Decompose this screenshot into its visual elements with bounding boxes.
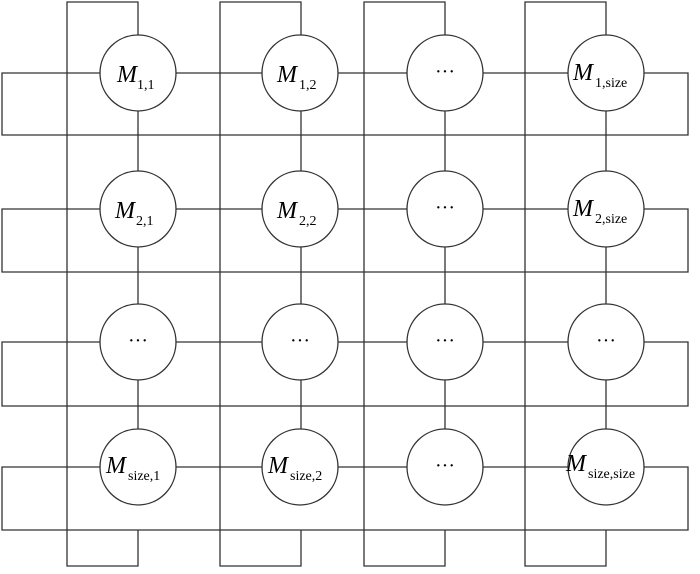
ellipsis: ··· (435, 197, 455, 219)
node-2-2: M 2,2 (261, 170, 339, 248)
node-3-size: ··· (567, 303, 645, 381)
node-size-1: M size,1 (99, 428, 177, 506)
node-1-2: M 1,2 (261, 34, 339, 112)
ellipsis: ··· (290, 330, 310, 352)
node-size-2: M size,2 (261, 428, 339, 506)
node-1-3: ··· (406, 34, 484, 112)
node-label: M (572, 196, 595, 222)
node-subscript: 1,1 (137, 78, 155, 93)
node-1-1: M 1,1 (99, 34, 177, 112)
row-4-wrap-wire (1, 466, 689, 531)
node-label: M (114, 198, 137, 224)
ellipsis: ··· (435, 330, 455, 352)
node-label: M (565, 451, 588, 477)
ellipsis: ··· (596, 330, 616, 352)
column-1-wrap-wire (66, 1, 139, 567)
ellipsis: ··· (128, 330, 148, 352)
ellipsis: ··· (435, 61, 455, 83)
row-3-wrap-wire (1, 341, 689, 407)
node-2-size: M 2,size (567, 170, 645, 248)
row-links (176, 72, 568, 468)
node-2-3: ··· (406, 170, 484, 248)
column-4-wrap-wire (524, 1, 607, 567)
node-label: M (116, 62, 139, 88)
node-3-3: ··· (406, 303, 484, 381)
node-subscript: size,1 (128, 469, 160, 484)
node-size-size: M size,size (565, 428, 645, 506)
node-label: M (276, 198, 299, 224)
row-2-wrap-wire (1, 208, 689, 273)
column-3-wrap-wire (363, 1, 446, 567)
node-subscript: 2,2 (299, 214, 317, 229)
node-3-2: ··· (261, 303, 339, 381)
row-1-wrap-wire (1, 72, 689, 136)
node-size-3: ··· (406, 428, 484, 506)
node-label: M (105, 453, 128, 479)
node-subscript: size,2 (290, 469, 322, 484)
column-2-wrap-wire (219, 1, 302, 567)
node-label: M (572, 60, 595, 86)
node-subscript: size,size (588, 467, 635, 482)
column-wrap-wires (66, 1, 607, 567)
row-wrap-wires (1, 72, 689, 531)
node-subscript: 1,size (595, 76, 627, 91)
node-1-size: M 1,size (567, 34, 645, 112)
column-links (137, 106, 607, 434)
node-subscript: 2,size (595, 212, 627, 227)
ellipsis: ··· (435, 455, 455, 477)
node-label: M (267, 453, 290, 479)
node-subscript: 1,2 (299, 78, 317, 93)
node-2-1: M 2,1 (99, 170, 177, 248)
node-3-1: ··· (99, 303, 177, 381)
node-label: M (276, 62, 299, 88)
node-subscript: 2,1 (136, 214, 154, 229)
